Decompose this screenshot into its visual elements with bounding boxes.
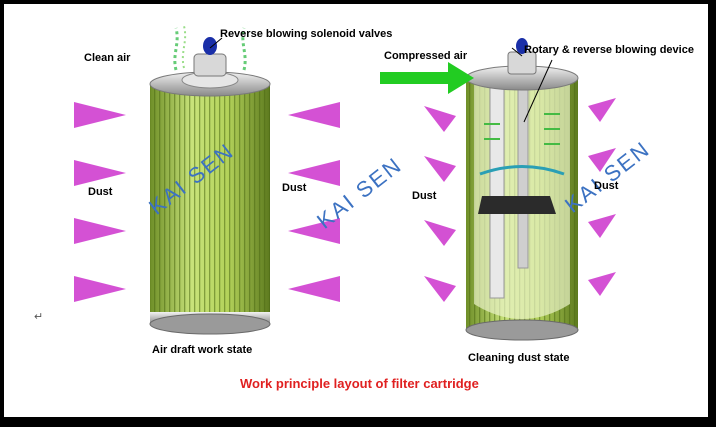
dust-label-right-inner: Dust [412, 190, 437, 202]
compressed-air-label: Compressed air [384, 50, 468, 62]
rotary-device-label: Rotary & reverse blowing device [524, 44, 694, 56]
dust-arrows-right-cartridge [424, 98, 616, 302]
dust-label-right-outer: Dust [594, 180, 619, 192]
right-filter-cartridge [465, 38, 579, 341]
diagram-caption: Work principle layout of filter cartridg… [240, 376, 479, 391]
reverse-blowing-valves-label: Reverse blowing solenoid valves [220, 28, 393, 40]
diagram-panel: KAI SEN KAI SEN KAI SEN Clean air Revers… [4, 4, 708, 417]
diagram-graphics [74, 25, 616, 341]
cleaning-state-label: Cleaning dust state [468, 352, 570, 364]
dust-arrows-left-cartridge [74, 102, 340, 302]
stray-return-mark: ↵ [34, 311, 44, 323]
clean-air-label: Clean air [84, 52, 131, 64]
compressed-air-arrow-icon [380, 62, 474, 94]
dust-label-left-outer: Dust [88, 186, 113, 198]
air-draft-state-label: Air draft work state [152, 344, 253, 356]
left-solenoid-valves-icon [173, 25, 247, 77]
leader-lines [209, 37, 553, 123]
dust-label-left-inner: Dust [282, 182, 307, 194]
left-filter-cartridge [149, 71, 271, 335]
